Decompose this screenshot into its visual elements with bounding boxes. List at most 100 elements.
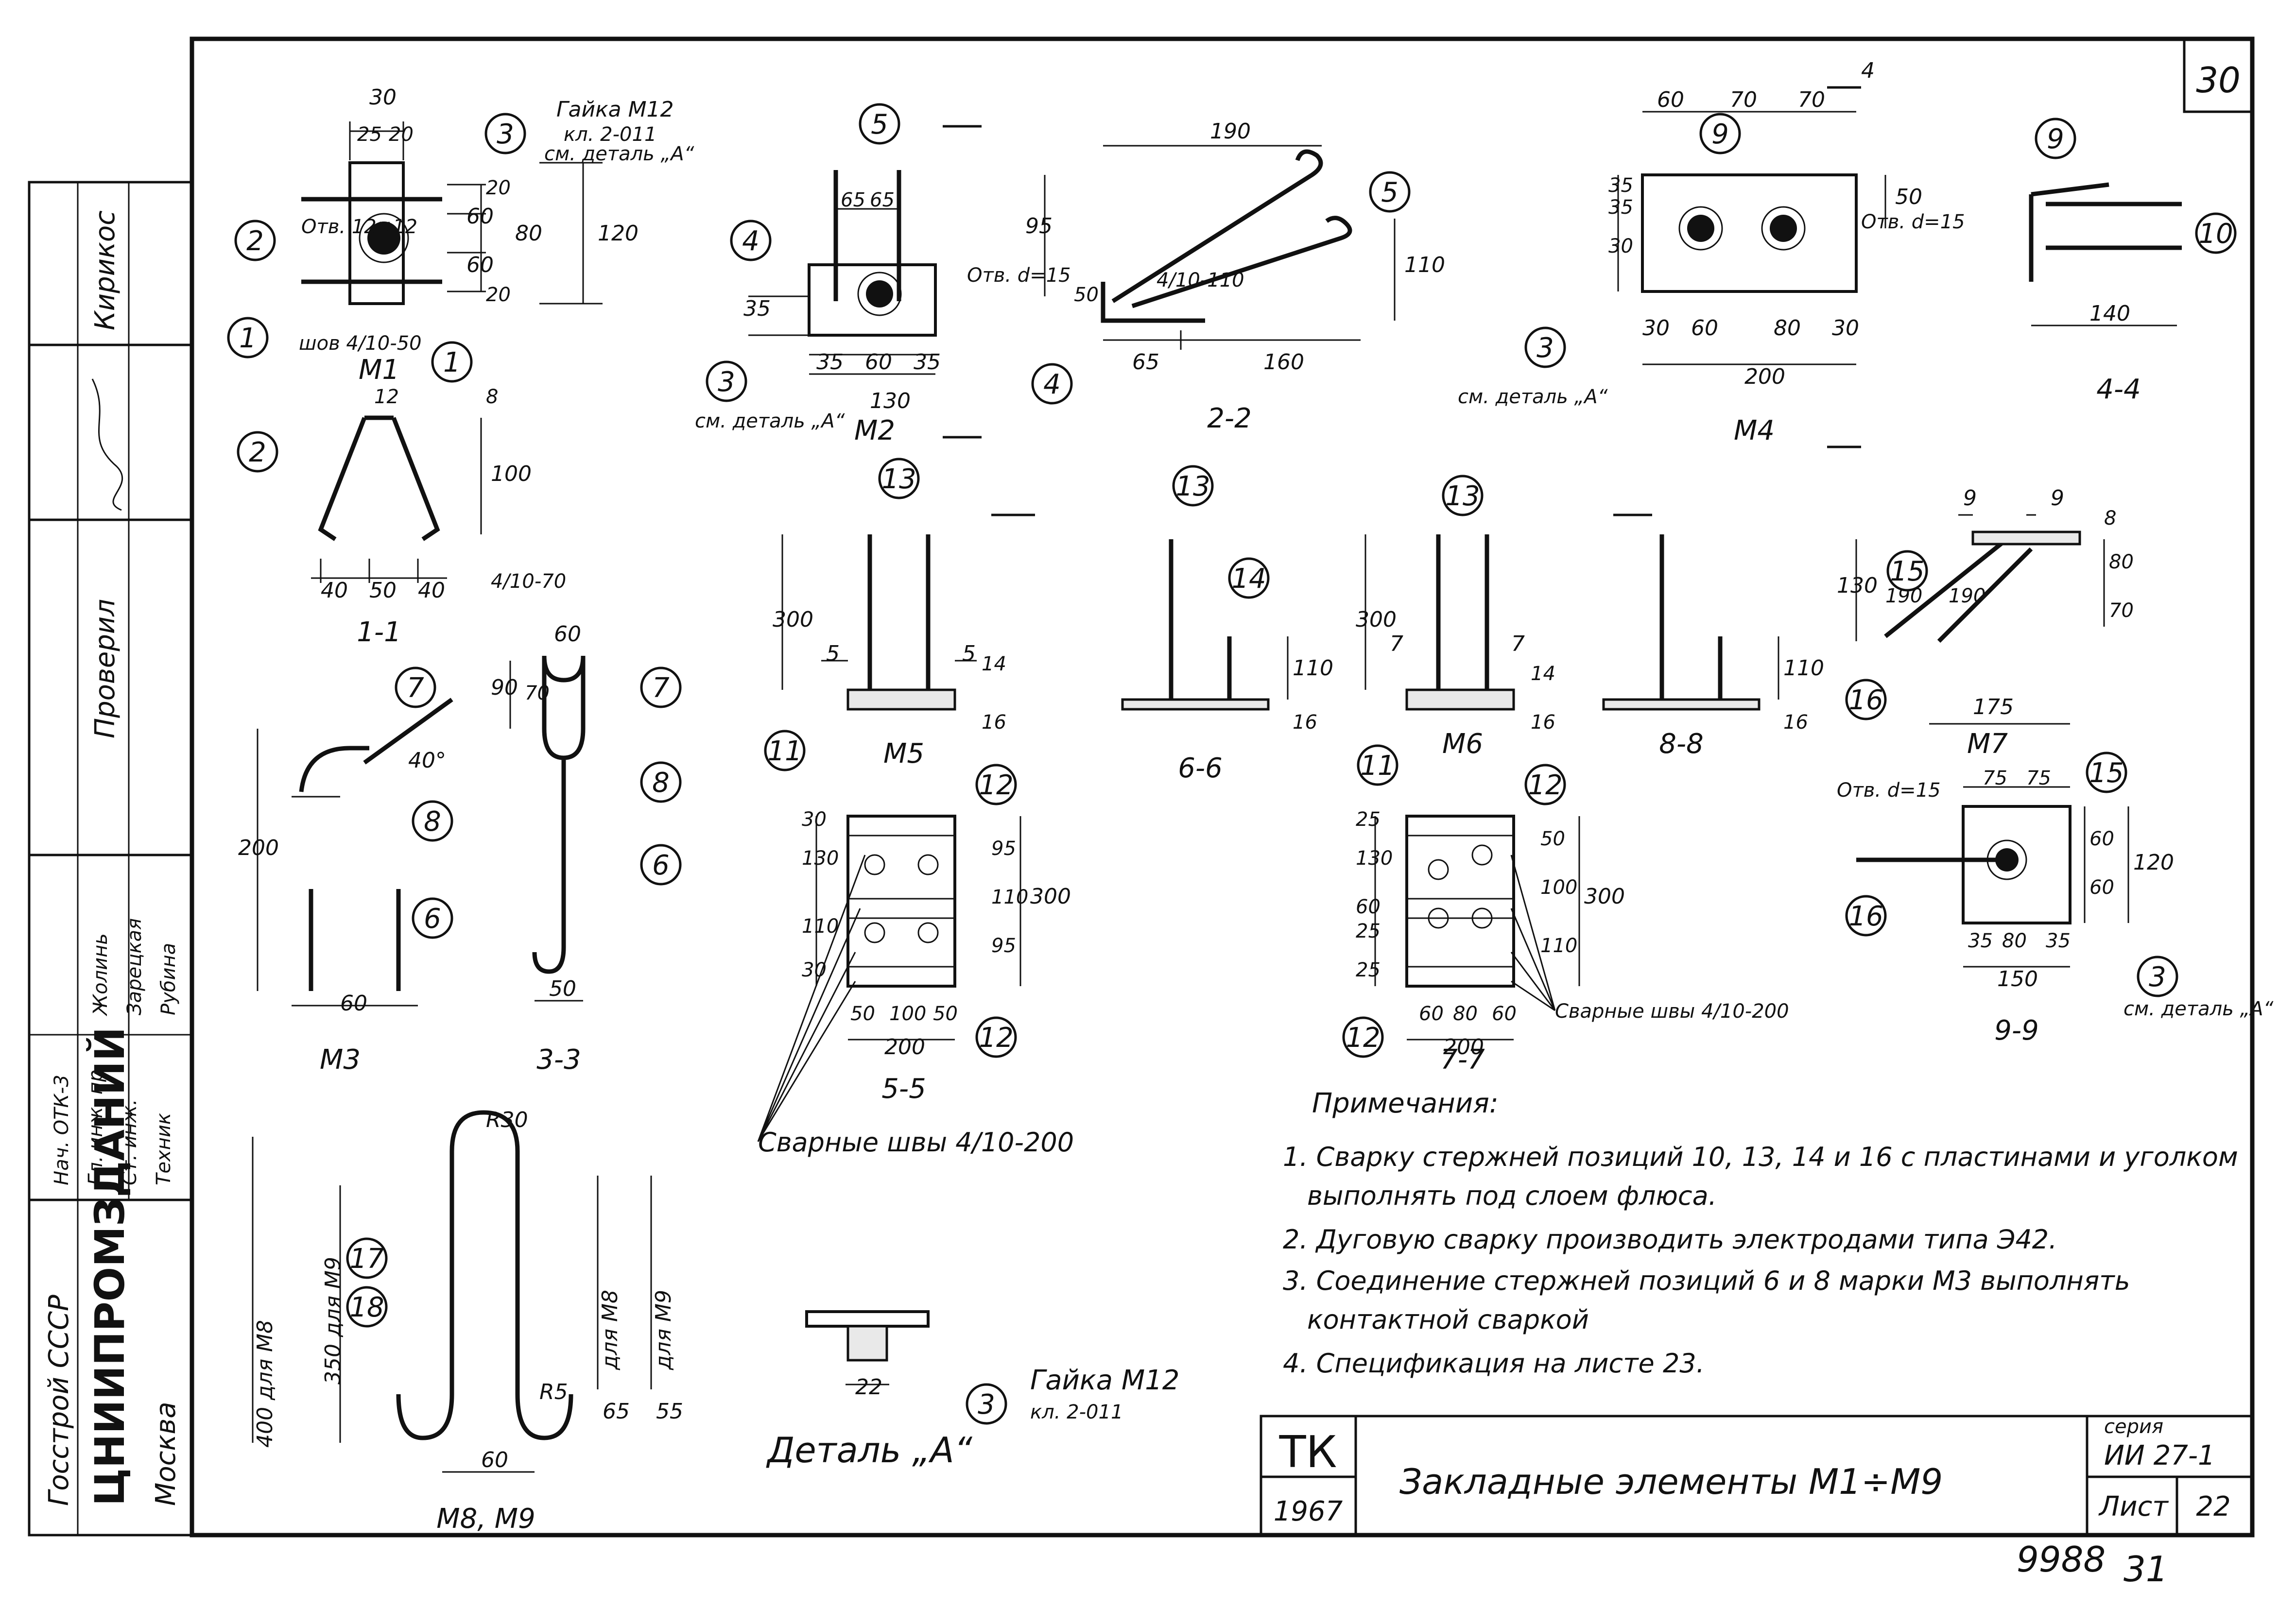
m4-dim-30a: 30 bbox=[1608, 235, 1633, 257]
pos-bubble: 12 bbox=[975, 1016, 1017, 1058]
s99-title: 9-9 bbox=[1994, 1015, 2038, 1046]
m7-dim-9a: 9 bbox=[1963, 486, 1977, 511]
m7-dim-130: 130 bbox=[1837, 573, 1878, 598]
s22-dim-190: 190 bbox=[1210, 119, 1251, 144]
m5-title: М5 bbox=[883, 738, 924, 769]
tb-series-label: серия bbox=[2104, 1416, 2163, 1438]
m3-dim-200: 200 bbox=[238, 836, 279, 860]
s22-dim-110: 110 bbox=[1404, 253, 1445, 277]
s33-weld-label: 4/10-70 bbox=[491, 570, 566, 593]
m8-dim-65: 65 bbox=[603, 1399, 630, 1424]
view-m7: 9 9 8 130 80 70 190 190 175 М7 bbox=[1837, 486, 2134, 760]
pos-14a: 14 bbox=[1231, 563, 1266, 595]
view-8-8: 110 16 8-8 bbox=[1602, 534, 1824, 760]
view-9-9: 75 75 60 60 120 35 80 35 150 Отв. d=15 с… bbox=[1837, 767, 2274, 1046]
s55-title: 5-5 bbox=[881, 1073, 926, 1105]
detail-a-kl-label: кл. 2-011 bbox=[1030, 1401, 1123, 1423]
s99-dim-35a: 35 bbox=[1968, 930, 1993, 952]
pos-18: 18 bbox=[349, 1292, 384, 1323]
s22-dim-160: 160 bbox=[1263, 350, 1304, 375]
pos-12c: 12 bbox=[1528, 769, 1562, 801]
m1-dim-25: 25 bbox=[357, 123, 382, 146]
detail-a-dim-22: 22 bbox=[855, 1375, 882, 1400]
view-m6: 300 7 7 14 16 М6 bbox=[1356, 534, 1555, 760]
pos-bubble: 11 bbox=[1357, 744, 1398, 786]
notes-heading: Примечания: bbox=[1312, 1088, 1499, 1119]
view-1-1: 12 8 100 40 50 40 1-1 bbox=[311, 386, 532, 648]
s88-title: 8-8 bbox=[1659, 728, 1703, 760]
s33-dim-70: 70 bbox=[525, 682, 550, 704]
side-name-2: Зарецкая bbox=[123, 918, 146, 1015]
m2-dim-35v: 35 bbox=[743, 296, 771, 321]
pos-1a: 1 bbox=[239, 323, 257, 354]
pos-16a: 16 bbox=[1848, 684, 1883, 716]
m6-dim-16: 16 bbox=[1531, 711, 1555, 734]
view-m4: 60 70 70 4 30 35 35 50 30 60 80 30 200 О… bbox=[1458, 58, 1965, 446]
s88-dim-16: 16 bbox=[1783, 711, 1808, 734]
s88-dim-110: 110 bbox=[1783, 656, 1824, 681]
note-3-cont: контактной сваркой bbox=[1307, 1304, 1589, 1335]
pos-6a: 6 bbox=[424, 903, 441, 935]
s99-dim-60a: 60 bbox=[2089, 828, 2114, 850]
m4-dim-70a: 70 bbox=[1730, 87, 1757, 112]
pos-9a: 9 bbox=[1711, 119, 1729, 150]
welds-label-right: Сварные швы 4/10-200 bbox=[1555, 1000, 1789, 1023]
m4-dim-35b: 35 bbox=[1608, 174, 1633, 197]
pos-bubble: 17 bbox=[346, 1237, 388, 1279]
m9-for-label: для М9 bbox=[651, 1290, 676, 1370]
pos-bubble: 4 bbox=[1031, 363, 1073, 405]
view-3-3: 60 90 70 50 4/10-70 3-3 bbox=[491, 570, 586, 1076]
note-1: 1. Сварку стержней позиций 10, 13, 14 и … bbox=[1283, 1142, 2238, 1172]
pos-3c: 3 bbox=[1536, 332, 1554, 364]
m6-title: М6 bbox=[1442, 728, 1483, 760]
pos-bubble: 15 bbox=[2086, 752, 2127, 793]
bottom-number: 9988 bbox=[2017, 1539, 2106, 1580]
pos-bubble: 3 bbox=[2137, 956, 2178, 997]
outer-frame bbox=[190, 36, 2255, 1538]
s33-dim-60: 60 bbox=[554, 622, 581, 647]
view-2-2: 190 95 110 50 65 160 4/10-110 2-2 bbox=[1025, 119, 1445, 434]
view-4-4: 140 4-4 bbox=[2029, 182, 2182, 405]
side-role-3: Ст. инж. bbox=[119, 1099, 141, 1185]
pos-bubble: 13 bbox=[1172, 465, 1214, 507]
m8-for-label: для М8 bbox=[598, 1290, 622, 1370]
tb-title: Закладные элементы М1÷М9 bbox=[1399, 1461, 1943, 1502]
pos-bubble: 13 bbox=[1442, 475, 1484, 516]
s55-dim-50b: 50 bbox=[933, 1003, 958, 1025]
notes: Примечания: 1. Сварку стержней позиций 1… bbox=[1283, 1088, 2238, 1379]
s33-title: 3-3 bbox=[536, 1044, 581, 1076]
m6-dim-300: 300 bbox=[1356, 607, 1397, 632]
pos-12b: 12 bbox=[979, 1022, 1013, 1054]
s77-dim-60a: 60 bbox=[1419, 1003, 1444, 1025]
bottom-number-2: 31 bbox=[2123, 1549, 2168, 1590]
m2-dim-35a: 35 bbox=[816, 350, 844, 375]
m7-title: М7 bbox=[1967, 728, 2008, 760]
pos-13b: 13 bbox=[1175, 471, 1210, 502]
pos-bubble: 6 bbox=[412, 897, 453, 939]
pos-3a: 3 bbox=[497, 119, 514, 150]
m8-dim-r5: R5 bbox=[539, 1380, 568, 1404]
m2-title: М2 bbox=[854, 415, 895, 446]
m8-dim-55: 55 bbox=[656, 1399, 683, 1424]
pos-3b: 3 bbox=[718, 366, 735, 398]
s55-dim-30a: 30 bbox=[802, 808, 827, 831]
m4-dim-4: 4 bbox=[1861, 58, 1875, 83]
side-role-4: Техник bbox=[153, 1113, 175, 1185]
corner-number: 30 bbox=[2196, 60, 2241, 101]
pos-12d: 12 bbox=[1346, 1022, 1380, 1054]
pos-3e: 3 bbox=[978, 1389, 995, 1420]
s77-dim-100: 100 bbox=[1540, 876, 1577, 899]
m8-dim-400-label: 400 для М8 bbox=[253, 1320, 277, 1448]
m1-dim-60b: 60 bbox=[466, 253, 494, 277]
section-markers bbox=[943, 86, 1861, 516]
pos-bubble: 3 bbox=[966, 1383, 1007, 1425]
s55-dim-130: 130 bbox=[802, 847, 839, 870]
s11-dim-40a: 40 bbox=[321, 578, 348, 603]
s11-dim-40b: 40 bbox=[418, 578, 445, 603]
m3-title: М3 bbox=[320, 1044, 361, 1076]
m7-dim-80: 80 bbox=[2109, 551, 2134, 573]
m4-dim-70b: 70 bbox=[1798, 87, 1825, 112]
m2-dim-35b: 35 bbox=[914, 350, 941, 375]
pos-10: 10 bbox=[2198, 218, 2233, 250]
m6-dim-14: 14 bbox=[1531, 663, 1555, 685]
